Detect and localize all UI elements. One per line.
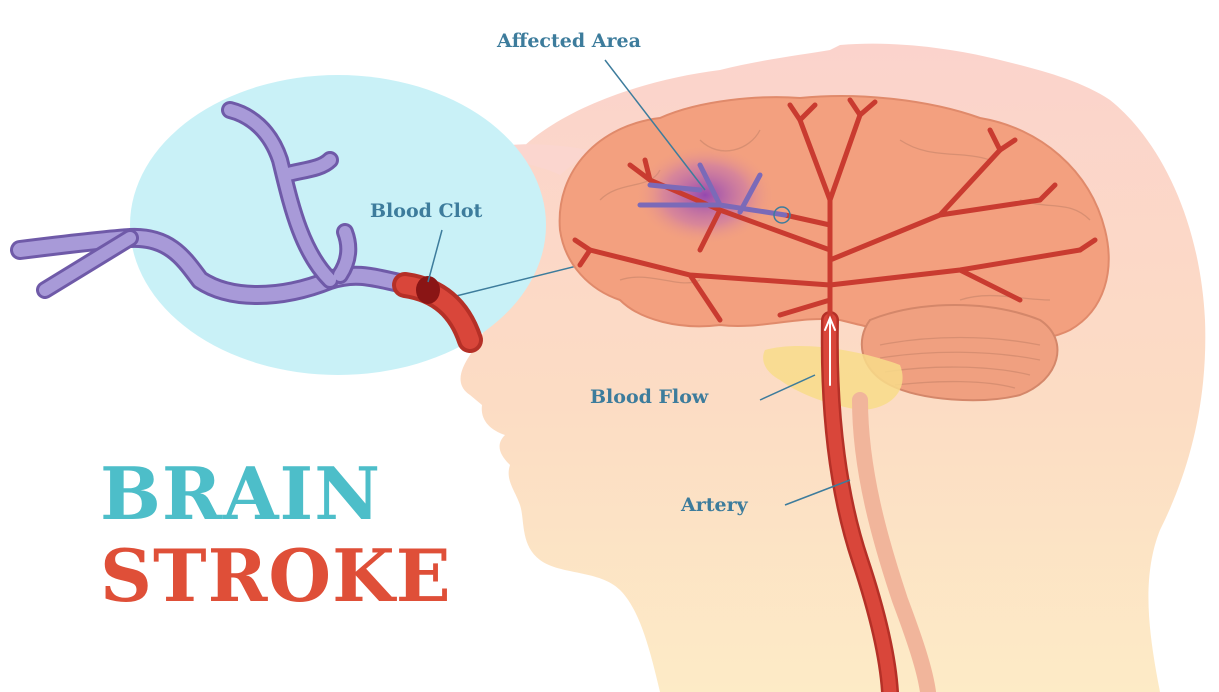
- affected-area-pointer: [604, 59, 706, 191]
- artery-pointer: [784, 479, 851, 506]
- artery-label: Artery: [681, 494, 748, 516]
- artery-tree: [572, 97, 1098, 692]
- affected-area: [635, 145, 775, 245]
- blood-flow-label: Blood Flow: [590, 386, 709, 408]
- title-brain: BRAIN: [100, 451, 382, 536]
- zoom-circle: [130, 75, 546, 375]
- blood-flow-pointer: [759, 374, 816, 401]
- secondary-artery: [852, 392, 936, 692]
- brain: [558, 95, 1110, 410]
- blood-flow-arrow: [824, 315, 836, 386]
- blood-clot-mark: [416, 276, 440, 304]
- clot-location-marker: [773, 206, 791, 224]
- blood-clot-label: Blood Clot: [370, 200, 483, 222]
- title-stroke: STROKE: [100, 533, 452, 618]
- blood-clot-pointer: [427, 229, 443, 283]
- blocked-vessel: [10, 101, 483, 353]
- affected-area-label: Affected Area: [497, 30, 641, 52]
